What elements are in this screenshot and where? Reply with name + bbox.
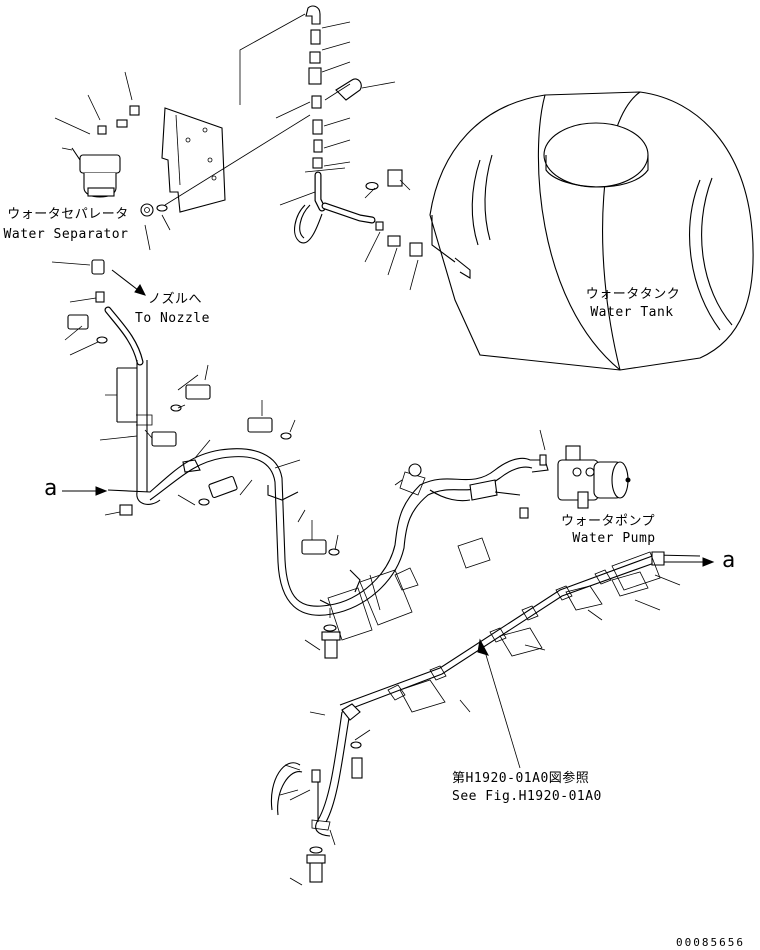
leader-lines: [51, 13, 681, 886]
see-fig-callout: [477, 638, 521, 769]
nozzle-label-en: To Nozzle: [135, 311, 210, 326]
spray-tube-drawing: [270, 537, 701, 883]
main-hose-drawing: [107, 448, 549, 659]
water-tank-drawing: [429, 91, 754, 371]
water-pump-drawing: [557, 445, 631, 509]
connector-arrows: [62, 269, 715, 567]
water-separator-label-en: Water Separator: [3, 227, 129, 242]
water-separator-label-jp: ウォータセパレータ: [7, 207, 129, 222]
see-fig-label-jp: 第H1920-01A0図参照: [452, 771, 590, 786]
water-separator-drawing: [71, 105, 226, 217]
connector-a-left: a: [44, 476, 58, 501]
water-pump-label-en: Water Pump: [572, 531, 656, 546]
connector-a-right: a: [722, 548, 736, 573]
nozzle-label-jp: ノズルへ: [148, 292, 203, 307]
see-fig-label-en: See Fig.H1920-01A0: [452, 789, 602, 804]
drawing-number: 00085656: [676, 936, 745, 949]
water-tank-label-en: Water Tank: [590, 305, 674, 320]
water-pump-label-jp: ウォータポンプ: [560, 514, 656, 529]
left-riser-drawing: [67, 259, 292, 516]
upper-fittings-drawing: [294, 5, 423, 257]
water-tank-label-jp: ウォータタンク: [585, 287, 681, 302]
